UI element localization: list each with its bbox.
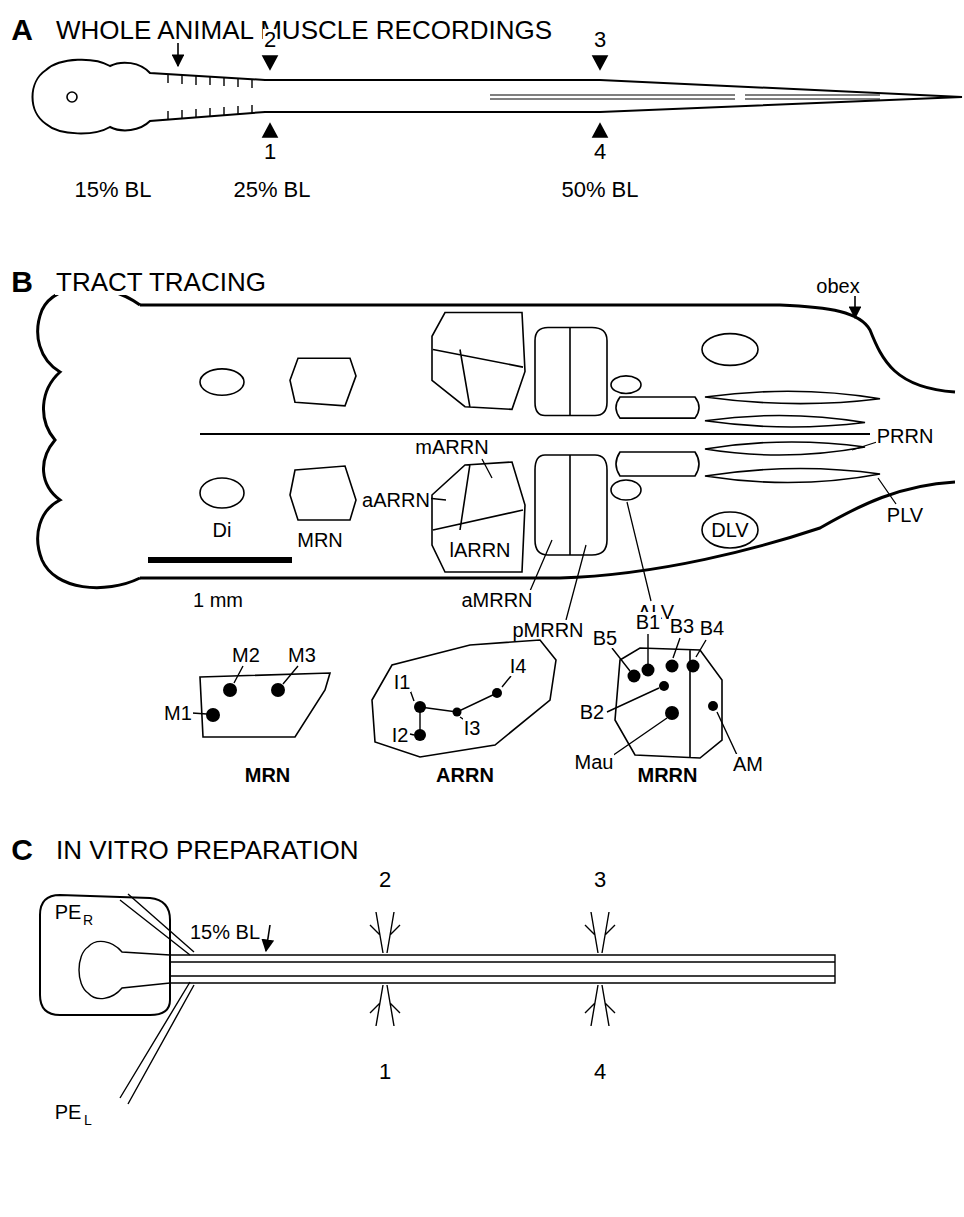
figure-label: 1: [378, 1061, 392, 1083]
figure-label: 2: [378, 869, 392, 891]
larva-outline: [33, 42, 963, 137]
figure-label: MRN: [296, 530, 344, 550]
inset-nucleus: MRN: [191, 665, 344, 787]
figure-label: A: [10, 15, 34, 45]
figure-label: IN VITRO PREPARATION: [55, 837, 359, 863]
figure-label: AM: [732, 754, 764, 774]
figure-label: aMRRN: [460, 590, 533, 610]
figure-label: I2: [391, 725, 410, 745]
figure-label: pMRRN: [511, 620, 584, 640]
figure-label: DLV: [710, 520, 749, 540]
figure-label: TRACT TRACING: [55, 269, 267, 295]
figure-label: I4: [509, 656, 528, 676]
figure-label: PRRN: [876, 426, 935, 446]
figure-label: B5: [592, 628, 618, 648]
figure-label: C: [10, 835, 34, 865]
figure-label: WHOLE ANIMAL MUSCLE RECORDINGS: [55, 17, 553, 43]
figure-label: M1: [163, 703, 193, 723]
figure-label: 2: [263, 29, 277, 51]
figure-label: mARRN: [414, 437, 489, 457]
figure-label: 4: [593, 141, 607, 163]
figure-label: PE: [54, 1102, 83, 1122]
figure-label: 1: [263, 141, 277, 163]
figure-label: L: [83, 1113, 93, 1127]
figure-label: 25% BL: [232, 179, 311, 201]
figure-label: obex: [815, 276, 860, 296]
inset-dots: [192, 634, 737, 756]
figure-label: M2: [231, 645, 261, 665]
in-vitro-preparation: [40, 894, 835, 1104]
figure-label: 3: [593, 29, 607, 51]
figure-label: B2: [579, 702, 605, 722]
figure-label: B: [10, 267, 34, 297]
figure-label: 3: [593, 869, 607, 891]
figure-label: M3: [287, 645, 317, 665]
leader-lines: [427, 441, 896, 620]
figure-label: 4: [593, 1061, 607, 1083]
figure-label: R: [82, 913, 94, 927]
figure-label: I3: [463, 718, 482, 738]
figure-label: I1: [393, 672, 412, 692]
figure-label: 1 mm: [192, 590, 244, 610]
figure-label: B4: [699, 618, 725, 638]
inset-nucleus: ARRN: [361, 635, 569, 787]
figure-label: aARRN: [361, 490, 431, 510]
brain-outline: [38, 288, 955, 588]
inset-heading: ARRN: [361, 763, 569, 787]
brain-nuclei: [200, 442, 880, 572]
inset-nucleus: MRRN: [601, 645, 734, 787]
figure-label: Di: [212, 520, 233, 540]
figure-label: 15% BL: [189, 922, 261, 942]
inset-heading: MRN: [191, 763, 344, 787]
figure-label: B1: [635, 612, 661, 632]
figure-label: Mau: [574, 752, 615, 772]
figure-label: PE: [54, 902, 83, 922]
figure-label: B3: [669, 616, 695, 636]
inset-heading: MRRN: [601, 763, 734, 787]
figure-label: PLV: [886, 505, 924, 525]
figure-label: 50% BL: [560, 179, 639, 201]
figure-label: lARRN: [448, 540, 511, 560]
figure-label: 15% BL: [73, 179, 152, 201]
